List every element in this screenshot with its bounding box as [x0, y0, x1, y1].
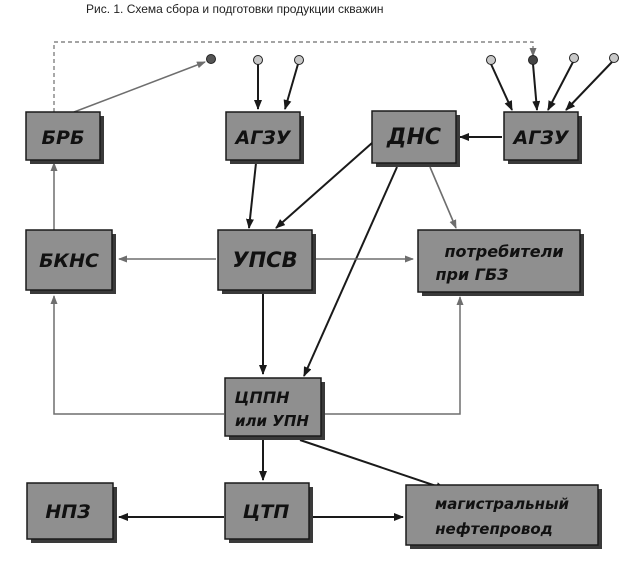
well-marker	[569, 53, 579, 63]
well-marker	[486, 55, 496, 65]
node-ctp: ЦТП	[224, 482, 313, 543]
node-npz-label: НПЗ	[45, 501, 90, 523]
node-uppn-line-2: или УПН	[235, 412, 309, 430]
node-upsv-label: УПСВ	[232, 248, 297, 272]
arrow-well2-to-agzu1	[283, 63, 299, 110]
node-bkns-label: БКНС	[39, 250, 99, 272]
well-marker	[294, 55, 304, 65]
node-agzu-1: АГЗУ	[225, 111, 304, 164]
arrow-well5-to-agzu2	[547, 61, 574, 111]
node-brb: БРБ	[25, 111, 104, 164]
node-dns-label: ДНС	[386, 125, 441, 150]
return-line-top	[53, 41, 537, 112]
node-pipeline-line-1: магистральный	[435, 495, 570, 513]
node-upsv: УПСВ	[217, 229, 316, 294]
arrow-dns-to-consumers	[429, 166, 457, 229]
node-consumers-line-1: потребители	[444, 242, 563, 261]
node-dns: ДНС	[371, 110, 460, 167]
node-agzu-2: АГЗУ	[503, 111, 582, 164]
well-marker	[206, 54, 216, 64]
well-marker	[609, 53, 619, 63]
line-uppn-to-bkns	[50, 295, 224, 415]
line-uppn-to-consumers	[320, 296, 464, 415]
arrow-well6-to-agzu2	[565, 61, 613, 111]
node-uppn: ЦППН или УПН	[224, 377, 325, 440]
arrow-agzu1-to-upsv	[245, 162, 257, 229]
node-agzu-2-label: АГЗУ	[512, 127, 570, 149]
well-marker	[528, 55, 538, 65]
node-ctp-label: ЦТП	[243, 501, 290, 523]
wells	[206, 53, 619, 65]
node-consumers-line-2: при ГБЗ	[435, 265, 508, 284]
node-npz: НПЗ	[26, 482, 117, 543]
node-bkns: БКНС	[25, 229, 116, 294]
arrow-dns-to-upsv	[275, 142, 373, 229]
well-marker	[253, 55, 263, 65]
node-uppn-line-1: ЦППН	[234, 388, 290, 407]
node-consumers: потребители при ГБЗ	[417, 229, 584, 296]
arrow-uppn-to-pipeline	[299, 439, 446, 490]
node-brb-label: БРБ	[42, 127, 85, 149]
figure-caption: Рис. 1. Схема сбора и подготовки продукц…	[86, 2, 384, 16]
arrow-brb-to-well	[73, 61, 206, 113]
node-agzu-1-label: АГЗУ	[234, 127, 292, 149]
arrow-well3-to-agzu2	[490, 63, 513, 111]
node-pipeline-line-2: нефтепровод	[435, 520, 553, 538]
arrow-dns-to-uppn	[303, 166, 398, 377]
node-pipeline: магистральный нефтепровод	[405, 484, 602, 549]
arrow-well4-to-agzu2	[532, 63, 541, 111]
